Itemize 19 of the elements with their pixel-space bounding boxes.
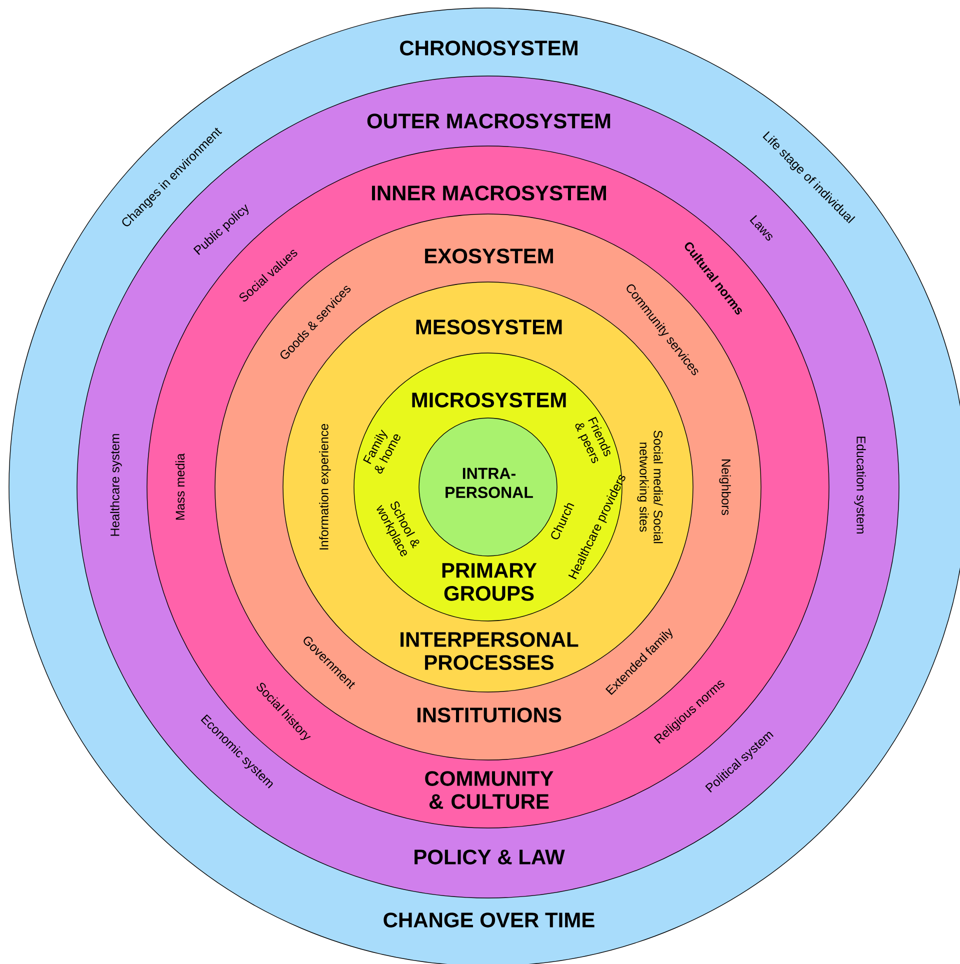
ring-label: Education system <box>854 436 866 534</box>
ring-heading: CHANGE OVER TIME <box>384 912 594 928</box>
ring-heading: INNER MACROSYSTEM <box>372 186 606 200</box>
ring-heading: POLICY & LAW <box>414 850 565 864</box>
ring-label: Social media/ Social networking sites <box>637 430 663 544</box>
ring-heading: MICROSYSTEM <box>412 392 566 408</box>
ring-heading: COMMUNITY & CULTURE <box>425 771 554 809</box>
core-label: INTRA- PERSONAL <box>446 468 533 498</box>
ring-heading: INSTITUTIONS <box>418 708 562 722</box>
ring-label: Neighbors <box>719 460 731 516</box>
ring-heading: INTERPERSONAL PROCESSES <box>400 632 578 670</box>
ring-label: Healthcare system <box>110 434 122 536</box>
ring-label: Information experience <box>319 424 331 550</box>
ring-heading: MESOSYSTEM <box>416 320 562 334</box>
ring-heading: EXOSYSTEM <box>425 248 553 264</box>
ring-heading: PRIMARY GROUPS <box>442 563 537 601</box>
ring-heading: CHRONOSYSTEM <box>400 40 578 56</box>
ring-heading: OUTER MACROSYSTEM <box>367 114 610 128</box>
ring-label: Mass media <box>175 453 185 520</box>
